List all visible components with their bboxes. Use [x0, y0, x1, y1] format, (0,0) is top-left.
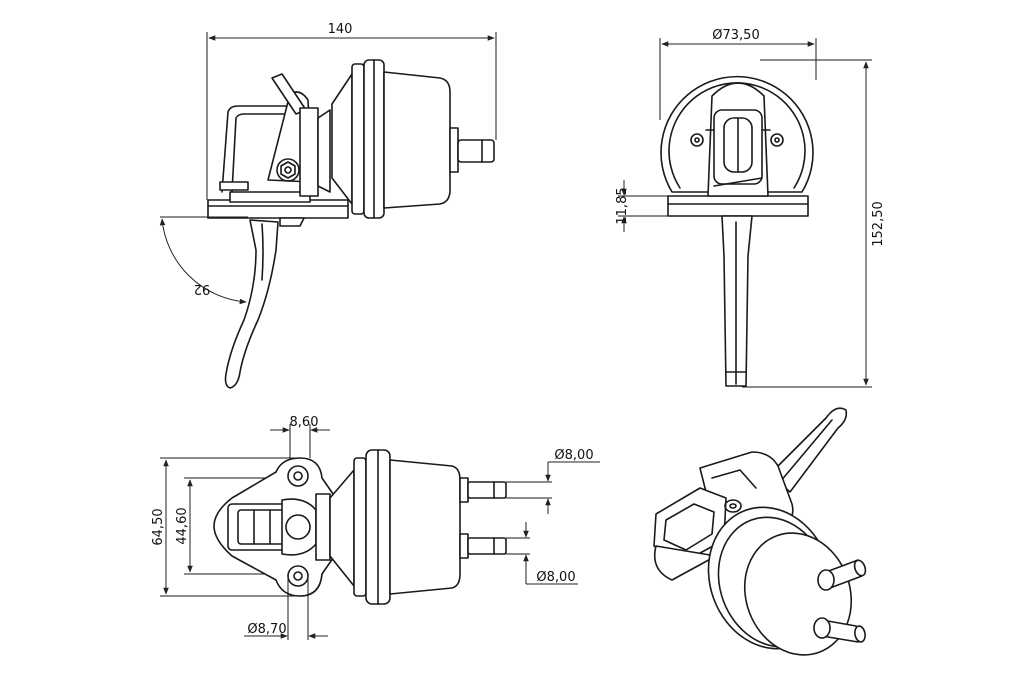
dim-flange-width: 64,50: [151, 508, 166, 545]
dim-front-diameter: Ø73,50: [712, 28, 759, 43]
side-lever: [224, 219, 279, 389]
dim-outlet-diameter-top: Ø8,00: [554, 448, 593, 463]
dim-side-length: 140: [328, 22, 353, 37]
dim-hole-diameter: Ø8,70: [247, 622, 286, 637]
dim-total-height: 152,50: [871, 201, 886, 247]
front-view: Ø73,50 152,50 11,85: [615, 28, 886, 388]
isometric-view: [653, 407, 867, 656]
dim-lever-angle: 92: [194, 281, 211, 296]
dim-outlet-diameter-bottom: Ø8,00: [536, 570, 575, 585]
top-view: 8,60 64,50 44,60: [151, 415, 600, 640]
side-view: 140 92: [159, 22, 497, 389]
front-lever: [721, 215, 753, 387]
dim-flange-height: 11,85: [615, 187, 630, 224]
dim-bolt-spacing: 8,60: [290, 415, 319, 430]
dim-hole-spacing: 44,60: [175, 507, 190, 544]
